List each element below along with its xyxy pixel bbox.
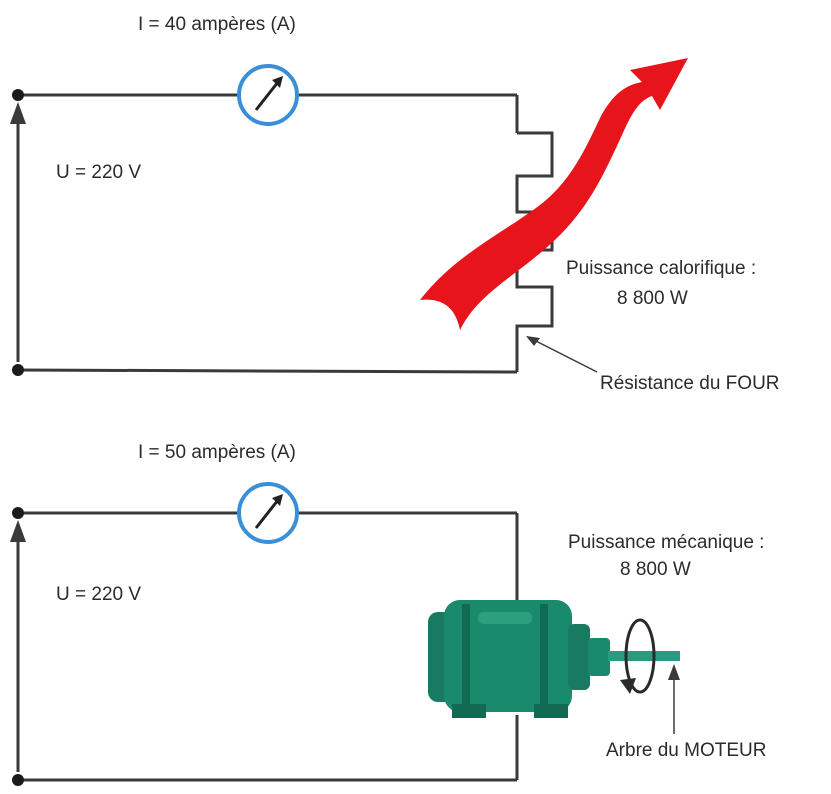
motor-voltage-arrowhead [10, 520, 26, 542]
motor-terminal-bottom [12, 774, 24, 786]
furnace-circuit: I = 40 ampères (A) U = 220 V Puissance c… [10, 14, 780, 394]
furnace-bottom-wire [17, 368, 518, 374]
furnace-ammeter-icon [237, 64, 299, 126]
furnace-pointer-head [526, 336, 540, 346]
furnace-terminal-top [12, 89, 24, 101]
furnace-resistor [515, 131, 554, 372]
furnace-component-label: Résistance du FOUR [600, 373, 780, 394]
motor-circuit: I = 50 ampères (A) U = 220 V [10, 442, 766, 786]
furnace-voltage-label: U = 220 V [56, 162, 141, 183]
furnace-current-label: I = 40 ampères (A) [138, 14, 296, 35]
furnace-power-label-line2: 8 800 W [617, 288, 688, 309]
motor-component-label: Arbre du MOTEUR [606, 740, 766, 761]
furnace-power-label-line1: Puissance calorifique : [566, 258, 756, 279]
motor-icon [428, 600, 680, 718]
motor-voltage-label: U = 220 V [56, 584, 141, 605]
furnace-pointer-line [529, 337, 598, 373]
motor-power-label-line2: 8 800 W [620, 559, 691, 580]
rotation-arrow-icon [620, 618, 656, 694]
motor-current-label: I = 50 ampères (A) [138, 442, 296, 463]
motor-pointer-head [668, 664, 680, 680]
motor-ammeter-icon [237, 482, 299, 544]
furnace-terminal-bottom [12, 364, 24, 376]
motor-power-label-line1: Puissance mécanique : [568, 532, 764, 553]
furnace-voltage-arrowhead [10, 102, 26, 124]
motor-terminal-top [12, 507, 24, 519]
heat-arrow-icon [420, 58, 688, 330]
